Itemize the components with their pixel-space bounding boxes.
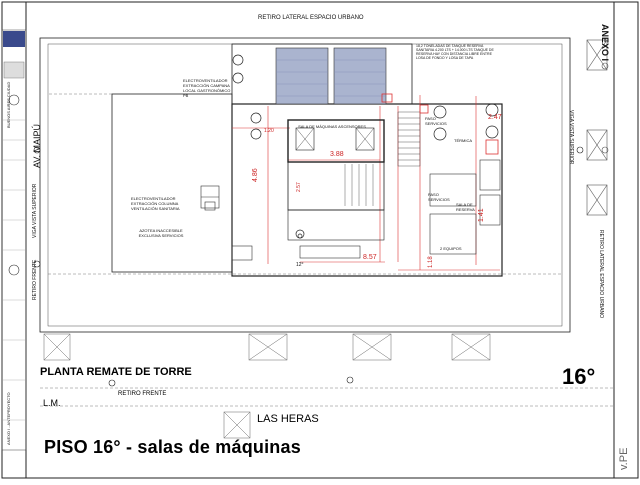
sheet-title: PISO 16° - salas de máquinas [44,437,301,457]
room-azotea: AZOTEA INACCESIBLE EXCLUSIVA SERVICIOS [138,228,184,238]
dim-angle: 12° [296,262,304,268]
plan-title: PLANTA REMATE DE TORRE [40,366,192,378]
title-block-line2: ANEXO I - ANTEPROYECTO [6,392,11,445]
right-margin-marks [586,39,609,216]
equipment [200,159,501,261]
dashed-guides [40,93,614,407]
viga-left-label: VIGA VISTA SUPERIOR [32,183,38,238]
dim-8-57: 8.57 [363,254,377,261]
note-electroventilador-top: ELECTROVENTILADOR EXTRACCIÓN CAMPANA LOC… [183,78,231,98]
corner-text: v.PE [618,447,630,470]
dim-2-57: 2.57 [296,182,302,192]
note-electroventilador-mid: ELECTROVENTILADOR EXTRACCIÓN COLUMNA VEN… [131,196,180,211]
floor-number: 16° [562,364,596,389]
street-left-label: AV. MAIPÚ [32,123,42,168]
dim-4-86: 4.86 [252,168,259,182]
room-sala-maquinas: SALA DE MÁQUINAS ASCENSORES [298,124,366,129]
note-tanque: 18,2 TONELADAS DE TANQUE RESERVA SANITAR… [416,44,494,60]
dim-1-41: 1.41 [478,208,485,222]
room-paso-servicios-mid: PASO SERVICIOS [428,192,450,202]
dim-2-47: 2.47 [488,114,502,121]
room-paso-servicios-top: PASO SERVICIOS [425,116,447,126]
retiro-frente-bottom-label: RETIRO FRENTE [118,391,167,397]
bottom-hatch-boxes [43,333,491,439]
retiro-right-label: RETIRO LATERAL ESPACIO URBANO [598,230,604,318]
viga-right-label: VIGA VISTA SUPERIOR [568,110,574,165]
fans [232,54,499,239]
title-block-line1: BUENOS AIRES CIUDAD [6,81,11,128]
retiro-frente-left-label: RETIRO FRENTE [32,259,38,300]
dim-1-20: 1.20 [264,128,274,134]
room-termica: TÉRMICA [454,138,472,143]
section-markers [33,146,584,387]
stairs [344,111,421,206]
title-block [1,29,27,451]
lm-label: L.M. [43,398,61,408]
dim-3-88: 3.88 [330,151,344,158]
anexo-label: ANEXO I [600,24,610,62]
note-equipos: 2 EQUIPOS [440,246,462,251]
room-sala-reserva: SALA DE RESERVA [456,202,475,212]
red-markers [381,93,499,155]
street-bottom-label: LAS HERAS [257,413,319,425]
machine-room [287,119,385,241]
retiro-top-label: RETIRO LATERAL ESPACIO URBANO [258,15,364,21]
dim-1-18: 1.18 [428,256,434,268]
solar-panels [275,47,387,105]
